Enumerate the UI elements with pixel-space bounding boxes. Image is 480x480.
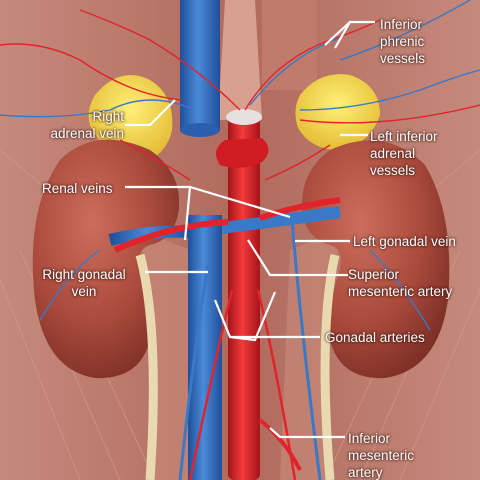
right-gonadal-vein: [178, 264, 210, 480]
leader-superior-mesenteric: [247, 239, 348, 277]
left-adrenal-gland: [295, 74, 380, 151]
leader-inferior-mesenteric: [269, 427, 345, 439]
label-gonadal-arteries: Gonadal arteries: [325, 330, 425, 345]
right-adrenal-gland: [88, 75, 173, 160]
label-inferior-phrenic-vessels: Inferior phrenic vessels: [380, 17, 426, 66]
diaphragm-crus: [218, 0, 262, 120]
small-vessels: [0, 0, 480, 331]
ivc-lower: [188, 215, 222, 480]
right-kidney: [32, 139, 180, 379]
upper-muscle: [262, 0, 317, 90]
label-left-inferior-adrenal-vessels: Left inferior adrenal vessels: [370, 129, 438, 178]
label-superior-mesenteric-artery: Superior mesenteric artery: [348, 267, 453, 299]
inferior-mesenteric-vessel: [258, 418, 302, 471]
left-gonadal-vein-vessel: [290, 219, 322, 480]
right-ureter: [135, 253, 158, 480]
leader-lines: [125, 20, 375, 439]
left-renal-artery: [259, 197, 341, 221]
left-renal-vein: [221, 206, 341, 234]
ivc-upper: [180, 0, 220, 130]
right-gonadal-artery: [188, 289, 234, 480]
leader-renal-veins: [125, 185, 291, 241]
aorta-cut-end: [226, 109, 262, 125]
label-left-gonadal-vein: Left gonadal vein: [353, 234, 456, 249]
aorta: [228, 115, 260, 480]
leader-right-adrenal: [125, 99, 176, 127]
celiac-trunk: [216, 138, 269, 168]
right-renal-artery: [113, 219, 229, 253]
label-right-gonadal-vein: Right gonadal vein: [42, 267, 126, 299]
leader-inferior-phrenic: [324, 20, 375, 49]
label-renal-veins: Renal veins: [42, 181, 113, 196]
right-renal-vein: [108, 225, 191, 246]
ivc-cut-end: [180, 123, 220, 137]
leader-gonadal-arteries: [213, 291, 320, 342]
label-inferior-mesenteric-artery: Inferior mesenteric artery: [348, 431, 415, 480]
label-right-adrenal-vein: Right adrenal vein: [50, 109, 124, 141]
